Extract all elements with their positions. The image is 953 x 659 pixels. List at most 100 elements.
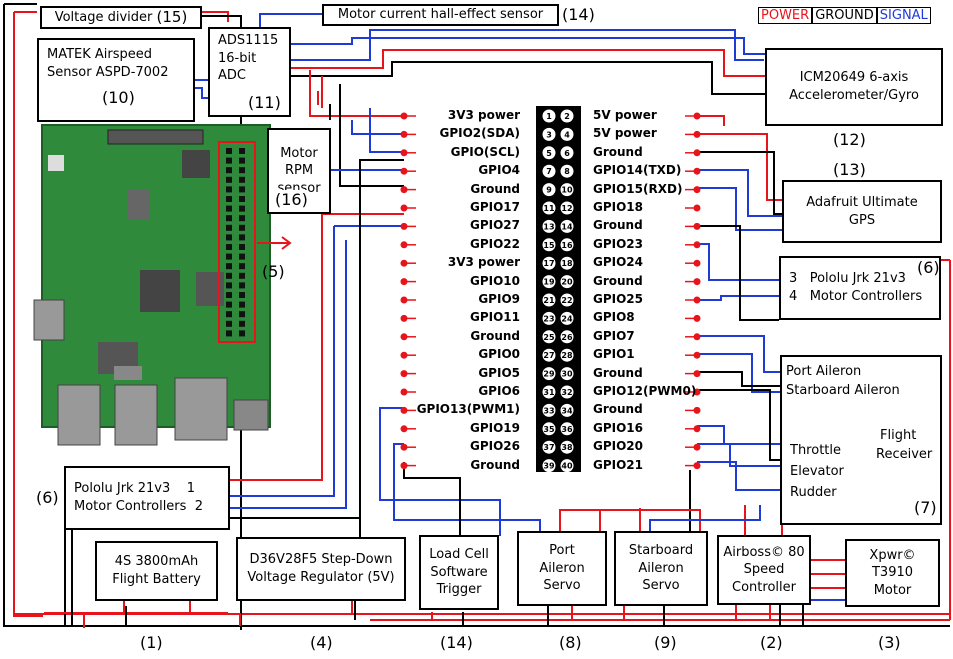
pi-header-pin: [226, 215, 232, 222]
gpio-pin-number-37: 37: [543, 443, 554, 452]
gpio-pin-23: [542, 311, 556, 325]
gps-line2: GPS: [848, 212, 876, 228]
voltage-divider-label: Voltage divider: [54, 9, 153, 25]
gpio-pin-8: [560, 164, 574, 178]
gpio-right-label: GPIO21: [593, 457, 644, 472]
pi-header-pin: [239, 292, 245, 298]
pi-header-pin: [239, 253, 245, 260]
gpio-pin-13: [542, 219, 556, 233]
gpio-pin-20: [560, 275, 574, 289]
starboard-servo-num: (9): [654, 633, 677, 652]
gpio-pin-22: [560, 293, 574, 307]
gpio-pin-number-35: 35: [543, 425, 555, 434]
legend: POWER GROUND SIGNAL: [758, 7, 931, 24]
gpio-pin-1: [542, 109, 556, 123]
gpio-pin-21: [542, 293, 556, 307]
adc-num: (11): [248, 93, 281, 112]
gpio-pin-number-8: 8: [564, 167, 570, 176]
jrk-right-num: (6): [917, 258, 940, 277]
gpio-pin-number-15: 15: [543, 241, 555, 250]
signal-wire-5: [195, 13, 322, 99]
pi-header-pin: [226, 196, 232, 202]
esc-line1: Airboss© 80: [723, 544, 805, 560]
pi-header-pin: [239, 205, 245, 212]
gpio-left-label: GPIO10: [469, 273, 520, 288]
gpio-left-label: GPIO6: [478, 384, 520, 398]
gpio-right-label: GPIO14(TXD): [593, 163, 682, 178]
gpio-left-label: GPIO19: [469, 420, 520, 435]
receiver-throttle: Throttle: [790, 443, 841, 458]
gpio-pin-36: [560, 422, 574, 436]
signal-wire-22: [697, 425, 780, 491]
voltage-divider-box: Voltage divider (15): [40, 6, 202, 29]
gpio-left-label: GPIO2(SDA): [439, 126, 520, 141]
gpio-pin-number-39: 39: [543, 462, 555, 471]
motor-line2: T3910: [871, 565, 914, 581]
adc-line1: ADS1115: [218, 33, 279, 48]
airspeed-line2: Sensor ASPD-7002: [47, 64, 169, 80]
pi-header-pin: [239, 311, 245, 318]
gpio-pin-34: [560, 403, 574, 417]
jrk-left-line1: Pololu Jrk 21v3 1: [74, 480, 195, 498]
gpio-pin-number-1: 1: [546, 112, 552, 121]
jrk-right-subtitle: Motor Controllers: [809, 289, 923, 304]
gpio-left-label: GPIO5: [478, 365, 520, 380]
motor-current-sensor-label: Motor current hall-effect sensor: [337, 7, 544, 23]
pi-header-pin: [226, 330, 232, 337]
gpio-pin-number-19: 19: [543, 278, 555, 287]
regulator-box: D36V28F5 Step-Down Voltage Regulator (5V…: [236, 537, 406, 601]
receiver-num: (7): [914, 498, 937, 517]
rpm-sensor-box: Motor RPM sensor: [267, 128, 331, 214]
pi-header-pin: [239, 215, 245, 222]
gpio-pin-number-6: 6: [564, 149, 570, 158]
gpio-pin-number-4: 4: [564, 130, 570, 139]
gpio-left-label: GPIO0: [478, 347, 520, 362]
starboard-servo-box: Starboard Aileron Servo: [614, 531, 708, 606]
gpio-pin-number-38: 38: [561, 443, 573, 452]
gpio-pin-25: [542, 330, 556, 344]
gpio-left-label: GPIO4: [478, 163, 520, 178]
pi-header-pin: [239, 272, 245, 279]
gpio-left-label: GPIO22: [469, 236, 520, 251]
pi-header-pin: [226, 301, 232, 308]
pi-header-pin: [239, 301, 245, 308]
ground-wire-4: [71, 528, 804, 626]
motor-num: (3): [878, 633, 901, 652]
port-servo-num: (8): [559, 633, 582, 652]
power-wire-12: [230, 213, 404, 481]
gpio-pin-number-32: 32: [561, 388, 572, 397]
gpio-left-label: 3V3 power: [447, 255, 520, 270]
jrk-left-line2: Motor Controllers 2: [74, 498, 203, 516]
gpio-pin-11: [542, 201, 556, 215]
pi-header-pin: [226, 148, 232, 154]
gpio-pin-10: [560, 183, 574, 197]
pi-header-pin: [226, 167, 232, 174]
signal-wire-24: [379, 407, 541, 536]
motor-line3: Motor: [873, 582, 912, 598]
gpio-pin-number-33: 33: [543, 406, 554, 415]
gpio-pin-37: [542, 440, 556, 454]
gpio-pin-33: [542, 403, 556, 417]
jrk-right-pin4: 4: [789, 289, 798, 304]
receiver-elevator: Elevator: [790, 464, 844, 479]
legend-ground: GROUND: [812, 7, 877, 24]
airspeed-line1: MATEK Airspeed: [47, 47, 153, 62]
gpio-left-label: Ground: [470, 457, 520, 472]
gpio-pin-17: [542, 256, 556, 270]
adc-line2: 16-bit: [218, 50, 257, 66]
gpio-pin-number-23: 23: [543, 314, 554, 323]
gpio-pin-number-20: 20: [561, 278, 573, 287]
gpio-pin-number-10: 10: [561, 186, 573, 195]
gpio-pin-number-36: 36: [561, 425, 573, 434]
power-wire-26: [559, 505, 783, 604]
power-wire-9: [309, 70, 404, 117]
gps-line1: Adafruit Ultimate: [806, 194, 918, 210]
gpio-pin-6: [560, 146, 574, 160]
regulator-line1: D36V28F5 Step-Down: [249, 552, 393, 568]
signal-wire-17: [697, 169, 782, 231]
port-servo-line3: Servo: [543, 578, 581, 594]
ground-wire-21: [697, 371, 780, 387]
gpio-right-label: Ground: [593, 144, 643, 159]
gpio-pin-26: [560, 330, 574, 344]
